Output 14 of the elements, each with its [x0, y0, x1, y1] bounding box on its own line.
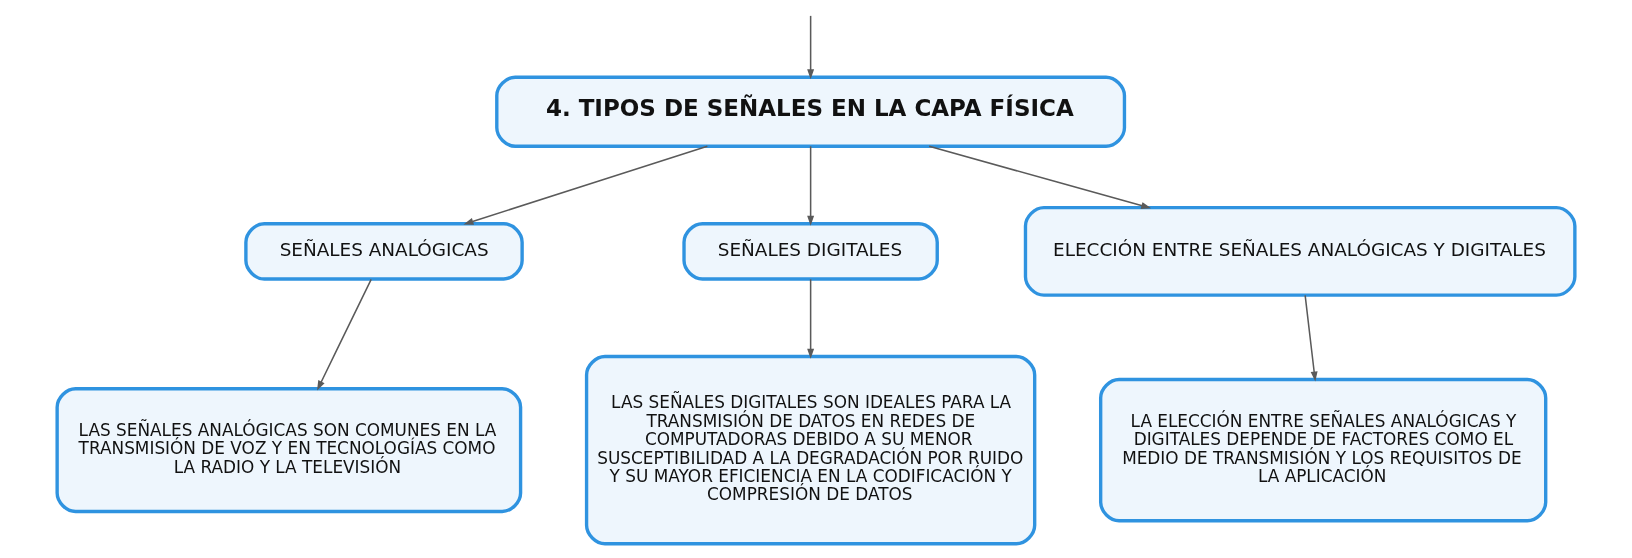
arrow	[807, 278, 815, 359]
arrow	[807, 145, 815, 226]
arrow	[463, 145, 709, 225]
node-box: 4. TIPOS DE SEÑALES EN LA CAPA FÍSICA	[495, 75, 1127, 148]
arrow	[1304, 294, 1318, 382]
node-box: LA ELECCIÓN ENTRE SEÑALES ANALÓGICAS Y DIGITALES DEPENDE DE FACTORES COMO EL MEDIO DE TRANSMISIÓN Y LOS REQUISITOS DE LA APLICACIÓN	[1099, 377, 1548, 523]
node-box: SEÑALES ANALÓGICAS	[244, 222, 524, 281]
arrow	[928, 145, 1152, 209]
arrow	[807, 15, 815, 80]
node-box: LAS SEÑALES ANALÓGICAS SON COMUNES EN LA TRANSMISIÓN DE VOZ Y EN TECNOLOGÍAS COMO LA RADIO Y LA TELEVISIÓN	[55, 387, 523, 514]
arrow	[317, 278, 372, 391]
node-box: LAS SEÑALES DIGITALES SON IDEALES PARA LA TRANSMISIÓN DE DATOS EN REDES DE COMPUTADORAS DEBIDO A SU MENOR SUSCEPTIBILIDAD A LA DEGRADACIÓN POR RUIDO Y SU MAYOR EFICIENCIA EN LA CODIFICACIÓN Y COMPRESIÓN DE DATOS	[584, 354, 1037, 546]
node-box: ELECCIÓN ENTRE SEÑALES ANALÓGICAS Y DIGITALES	[1023, 205, 1577, 297]
node-box: SEÑALES DIGITALES	[682, 222, 939, 281]
